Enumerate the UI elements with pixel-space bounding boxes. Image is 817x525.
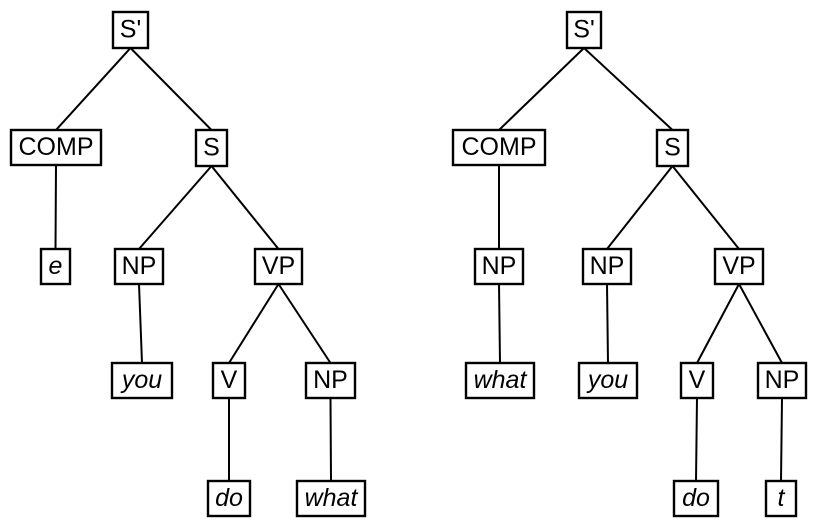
- node-box-L-you: [110, 361, 174, 400]
- node-label-R-NP0: NP: [482, 252, 517, 280]
- tree-node-R-t[interactable]: t: [764, 479, 798, 518]
- node-box-R-NP0: [473, 247, 525, 286]
- tree-node-L-NP2[interactable]: NP: [304, 361, 357, 400]
- node-label-R-VP: VP: [722, 252, 755, 280]
- tree-node-L-NP1[interactable]: NP: [113, 247, 165, 286]
- node-label-R-COMP: COMP: [462, 133, 537, 161]
- node-label-L-COMP: COMP: [19, 133, 94, 161]
- tree-edge-R-Sbar-to-R-COMP: [498, 47, 585, 131]
- tree-node-L-COMP[interactable]: COMP: [9, 128, 103, 167]
- node-box-L-Sbar: [111, 10, 150, 50]
- node-box-R-do: [672, 479, 720, 518]
- tree-edge-L-VP-to-L-V: [228, 283, 280, 364]
- node-box-R-what: [464, 361, 536, 400]
- node-box-L-S: [194, 128, 229, 168]
- node-label-L-V: V: [221, 366, 238, 394]
- node-label-R-what: what: [474, 366, 528, 394]
- node-box-R-NP2: [756, 361, 808, 400]
- node-box-R-t: [764, 479, 798, 518]
- node-box-L-e: [39, 247, 72, 286]
- node-box-L-NP2: [304, 361, 357, 400]
- tree-edge-R-VP-to-R-NP2: [738, 283, 783, 364]
- node-label-R-do: do: [682, 484, 710, 512]
- tree-edge-L-NP1-to-L-you: [138, 283, 143, 364]
- tree-node-L-what[interactable]: what: [295, 479, 367, 518]
- tree-node-R-NP0[interactable]: NP: [473, 247, 525, 286]
- node-box-L-VP: [253, 247, 304, 286]
- tree-edge-R-V-to-R-do: [695, 397, 698, 482]
- tree-edge-L-Sbar-to-L-COMP: [55, 47, 132, 131]
- node-box-L-do: [206, 479, 252, 518]
- node-box-R-V: [679, 361, 715, 400]
- node-label-L-NP1: NP: [122, 252, 157, 280]
- node-box-R-NP1: [581, 247, 633, 286]
- tree-node-R-Sbar[interactable]: S': [565, 10, 603, 50]
- tree-node-L-S[interactable]: S: [194, 128, 229, 168]
- node-label-R-t: t: [778, 484, 786, 512]
- node-box-L-V: [211, 361, 247, 400]
- node-box-R-VP: [713, 247, 765, 286]
- node-label-L-NP2: NP: [313, 366, 348, 394]
- tree-edge-L-COMP-to-L-e: [54, 164, 57, 250]
- right-tree-edges: [498, 47, 783, 482]
- tree-node-R-COMP[interactable]: COMP: [451, 128, 547, 167]
- node-label-L-Sbar: S': [120, 16, 141, 44]
- tree-node-R-VP[interactable]: VP: [713, 247, 765, 286]
- right-tree: S' COMP S NP NP VP what you V NP do t: [451, 10, 808, 518]
- tree-node-R-what[interactable]: what: [464, 361, 536, 400]
- tree-node-L-V[interactable]: V: [211, 361, 247, 400]
- node-box-R-S: [655, 128, 690, 168]
- node-box-R-you: [577, 361, 639, 400]
- tree-node-L-you[interactable]: you: [110, 361, 174, 400]
- node-label-L-VP: VP: [262, 252, 295, 280]
- tree-edge-L-VP-to-L-NP2: [277, 283, 332, 364]
- tree-edge-R-S-to-R-VP: [671, 165, 740, 250]
- tree-edge-R-VP-to-R-V: [696, 283, 740, 364]
- node-label-L-S: S: [203, 134, 220, 162]
- node-box-L-NP1: [113, 247, 165, 286]
- node-label-R-NP2: NP: [765, 366, 800, 394]
- node-box-R-COMP: [451, 128, 547, 167]
- node-label-R-you: you: [586, 366, 628, 394]
- tree-edge-L-NP2-to-L-what: [329, 397, 332, 482]
- node-label-L-e: e: [49, 252, 63, 280]
- tree-node-L-Sbar[interactable]: S': [111, 10, 150, 50]
- tree-node-L-VP[interactable]: VP: [253, 247, 304, 286]
- tree-edge-R-S-to-R-NP1: [606, 165, 674, 250]
- tree-edge-R-NP0-to-R-what: [498, 283, 501, 364]
- tree-node-R-do[interactable]: do: [672, 479, 720, 518]
- node-label-R-S: S: [664, 134, 681, 162]
- tree-node-R-you[interactable]: you: [577, 361, 639, 400]
- node-label-R-NP1: NP: [590, 252, 625, 280]
- tree-edge-L-S-to-L-NP1: [138, 165, 213, 250]
- tree-edge-L-Sbar-to-L-S: [129, 47, 213, 131]
- tree-node-R-V[interactable]: V: [679, 361, 715, 400]
- tree-node-L-do[interactable]: do: [206, 479, 252, 518]
- node-label-L-you: you: [120, 366, 162, 394]
- node-box-L-what: [295, 479, 367, 518]
- tree-edge-R-NP1-to-R-you: [606, 283, 609, 364]
- node-label-R-V: V: [689, 366, 706, 394]
- left-tree-edges: [54, 47, 332, 482]
- tree-node-R-S[interactable]: S: [655, 128, 690, 168]
- node-label-R-Sbar: S': [573, 16, 594, 44]
- tree-node-R-NP2[interactable]: NP: [756, 361, 808, 400]
- node-label-L-what: what: [305, 484, 359, 512]
- tree-edge-R-Sbar-to-R-S: [583, 47, 674, 131]
- tree-node-R-NP1[interactable]: NP: [581, 247, 633, 286]
- tree-node-L-e[interactable]: e: [39, 247, 72, 286]
- node-box-L-COMP: [9, 128, 103, 167]
- tree-edge-L-S-to-L-VP: [210, 165, 280, 250]
- node-label-L-do: do: [215, 484, 243, 512]
- node-box-R-Sbar: [565, 10, 603, 50]
- tree-edge-R-NP2-to-R-t: [780, 397, 783, 482]
